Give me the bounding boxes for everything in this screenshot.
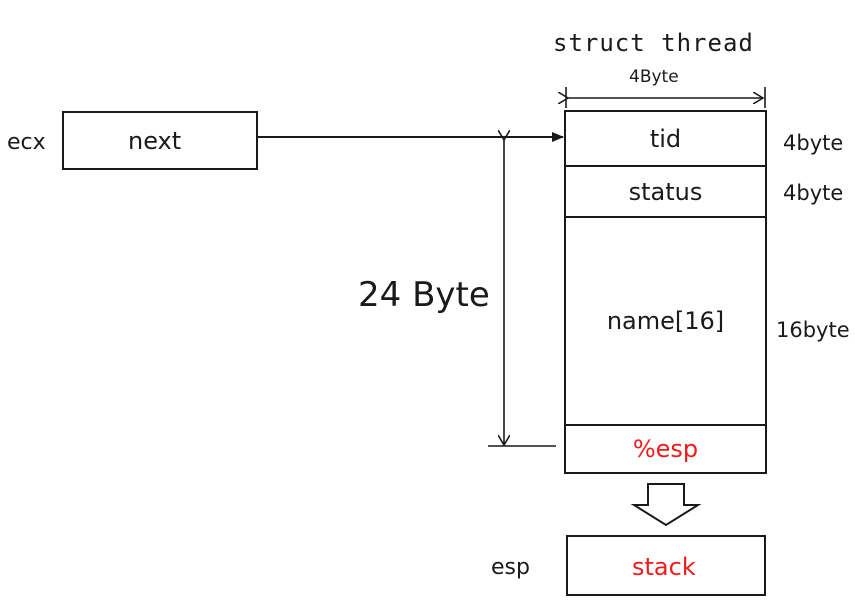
hollow-down-arrow <box>630 483 702 527</box>
stack-box: stack <box>566 535 766 596</box>
width-label: 4Byte <box>629 67 679 87</box>
field-esp: %esp <box>566 424 765 472</box>
stack-label: stack <box>632 553 696 581</box>
struct-thread-box: tid status name[16] %esp <box>564 110 767 474</box>
struct-title: struct thread <box>553 29 754 57</box>
field-status: status <box>566 165 765 216</box>
next-field-label: next <box>128 127 182 155</box>
esp-label: esp <box>491 555 530 580</box>
size-name: 16byte <box>776 318 850 342</box>
size-status: 4byte <box>783 181 844 205</box>
next-field-box: next <box>62 111 258 170</box>
field-tid: tid <box>649 124 682 153</box>
size-tid: 4byte <box>783 131 844 155</box>
offset-label: 24 Byte <box>358 275 490 315</box>
offset-dimension <box>488 140 556 447</box>
field-name: name[16] <box>566 216 765 424</box>
width-dimension <box>566 87 766 108</box>
ecx-label: ecx <box>7 130 46 155</box>
